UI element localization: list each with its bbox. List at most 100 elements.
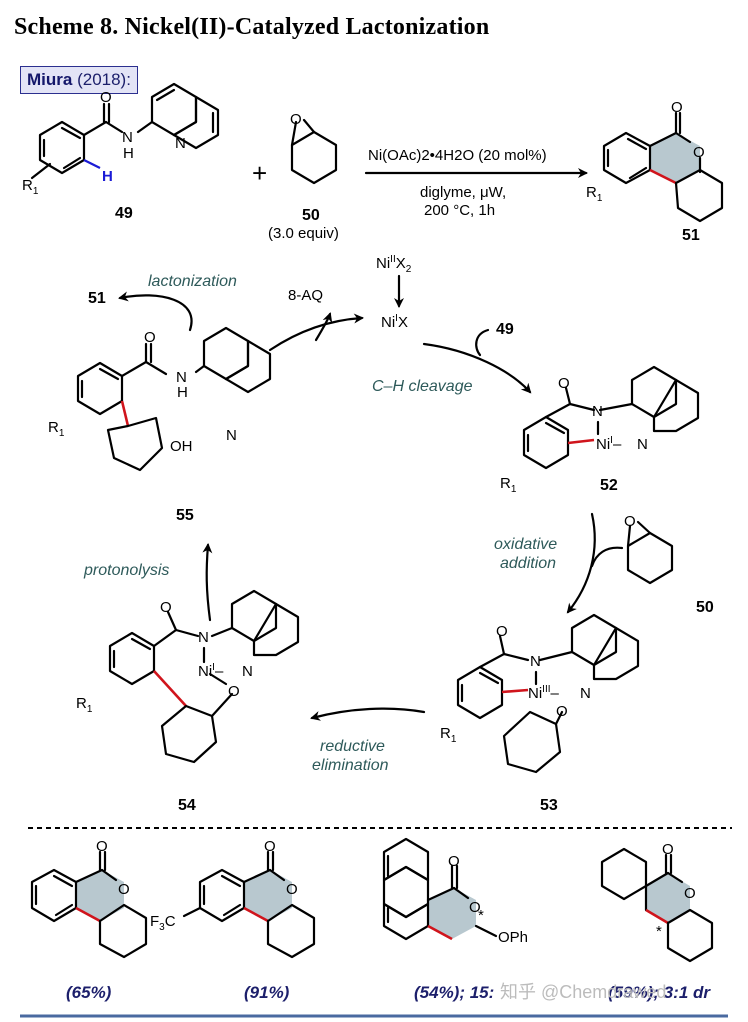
i55-h: H	[177, 384, 188, 401]
s4-stereo-mark: *	[656, 923, 662, 940]
arrow-to-catalyst	[268, 313, 364, 352]
scope-product-3: O O * OPh (54%); 15:	[382, 837, 528, 1002]
step-reductive-2: elimination	[312, 757, 389, 774]
reaction-arrow: Ni(OAc)2•4H2O (20 mol%) diglyme, μW, 200…	[364, 147, 588, 219]
step-protonolysis: protonolysis	[83, 562, 169, 579]
s4-ring-o: O	[684, 885, 696, 902]
i53-quin-n: N	[580, 685, 591, 702]
incoming-50: 50	[696, 599, 714, 616]
i52-r1: R1	[500, 475, 517, 495]
intermediate-52: O N NiI– N R1 52	[500, 365, 700, 495]
watermark: 知乎 @Chemdrawed	[500, 982, 666, 1002]
arrow-49-in	[475, 328, 490, 357]
epoxide-50: O 50 (3.0 equiv)	[268, 111, 339, 242]
arrow-8aq-release	[314, 312, 333, 342]
arrow-oxidative-addition	[566, 512, 596, 614]
scope-product-1: O O (65%)	[30, 838, 148, 1002]
i54-n: N	[198, 629, 209, 646]
released-8aq: 8-AQ	[288, 287, 323, 304]
step-lactonization: lactonization	[148, 273, 237, 290]
scope-yield-1: (65%)	[66, 983, 112, 1002]
compound-label-55: 55	[176, 507, 194, 524]
author-box: Miura (2018):	[20, 66, 138, 94]
scope-product-4: O O * (59%); 3:1 dr	[600, 841, 714, 1002]
i53-r1: R1	[440, 725, 457, 745]
i53-ni: NiIII–	[528, 684, 560, 702]
i54-ni: NiI–	[198, 662, 224, 680]
quinoline-n: N	[175, 135, 186, 152]
incoming-49: 49	[496, 321, 514, 338]
s2-ring-o: O	[286, 881, 298, 898]
s1-carbonyl-o: O	[96, 838, 108, 855]
s2-cf3: F3C	[150, 913, 176, 933]
conditions-temp: 200 °C, 1h	[424, 202, 495, 219]
scope-yield-3: (54%); 15:	[414, 983, 494, 1002]
compound-label-50: 50	[302, 207, 320, 224]
author-name: Miura	[27, 70, 73, 89]
compound-label-53: 53	[540, 797, 558, 814]
author-year: (2018):	[77, 70, 131, 89]
intermediate-54: O N NiI– N O R1 54	[76, 589, 300, 814]
epoxide-equiv: (3.0 equiv)	[268, 225, 339, 242]
i52-o: O	[558, 375, 570, 392]
substrate-49: O N H N H R1 49	[22, 82, 220, 222]
conditions-catalyst: Ni(OAc)2•4H2O (20 mol%)	[368, 147, 547, 164]
step-reductive-1: reductive	[320, 738, 385, 755]
s1-ring-o: O	[118, 881, 130, 898]
compound-label-52: 52	[600, 477, 618, 494]
product-r1: R1	[586, 184, 603, 204]
step-oxidative-2: addition	[500, 555, 556, 572]
s3-oph: OPh	[498, 929, 528, 946]
arrow-ch-cleavage	[422, 342, 532, 394]
arrow-protonolysis	[202, 543, 213, 622]
i55-n: N	[176, 369, 187, 386]
s2-carbonyl-o: O	[264, 838, 276, 855]
arrow-lactonization	[118, 291, 193, 332]
plus-sign: +	[252, 158, 267, 188]
lactone-carbonyl-o: O	[671, 99, 683, 116]
amide-n: N	[122, 129, 133, 146]
i55-oh: OH	[170, 438, 193, 455]
i52-n: N	[592, 403, 603, 420]
i54-quin-n: N	[242, 663, 253, 680]
intermediate-55: O N H N OH R1 55	[48, 326, 272, 524]
i55-quin-n: N	[226, 427, 237, 444]
amide-h: H	[123, 145, 134, 162]
product-51: O O R1 51	[586, 99, 724, 244]
i54-r1: R1	[76, 695, 93, 715]
arrow-reductive-elimination	[310, 707, 426, 721]
step-ch-cleavage: C–H cleavage	[372, 378, 473, 395]
s3-carbonyl-o: O	[448, 853, 460, 870]
active-catalyst: NiIX	[381, 313, 408, 331]
cycle-epoxide-o: O	[624, 513, 636, 530]
i55-o: O	[144, 329, 156, 346]
i55-r1: R1	[48, 419, 65, 439]
i52-ni: NiI–	[596, 435, 622, 453]
compound-label-54: 54	[178, 797, 196, 814]
scope-yield-2: (91%)	[244, 983, 290, 1002]
arrow-50-in	[590, 546, 624, 568]
compound-label-51: 51	[682, 227, 700, 244]
r1-group: R1	[22, 177, 39, 197]
cycle-arrows	[118, 291, 624, 721]
s3-stereo-mark: *	[478, 907, 484, 924]
lactone-ring-o: O	[693, 144, 705, 161]
i54-o: O	[160, 599, 172, 616]
i54-alkoxide-o: O	[228, 683, 240, 700]
carbonyl-o: O	[100, 89, 112, 106]
conditions-solvent: diglyme, μW,	[420, 184, 506, 201]
i53-n: N	[530, 653, 541, 670]
s4-carbonyl-o: O	[662, 841, 674, 858]
s3-ring-o: O	[469, 899, 481, 916]
precatalyst: NiIIX2	[376, 254, 412, 275]
lactonization-product-51: 51	[88, 290, 106, 307]
scope-product-2: O O F3C (91%)	[150, 838, 316, 1002]
i52-quin-n: N	[637, 436, 648, 453]
compound-label-49: 49	[115, 205, 133, 222]
i53-alkoxide-o: O	[556, 703, 568, 720]
epoxide-o: O	[290, 111, 302, 128]
intermediate-53: O N NiIII– N O R1 53	[440, 613, 640, 814]
cycle-epoxide-50: O	[624, 513, 674, 585]
i53-o: O	[496, 623, 508, 640]
catalyst-species: NiIIX2 NiIX 8-AQ 49 51 50	[88, 254, 714, 616]
